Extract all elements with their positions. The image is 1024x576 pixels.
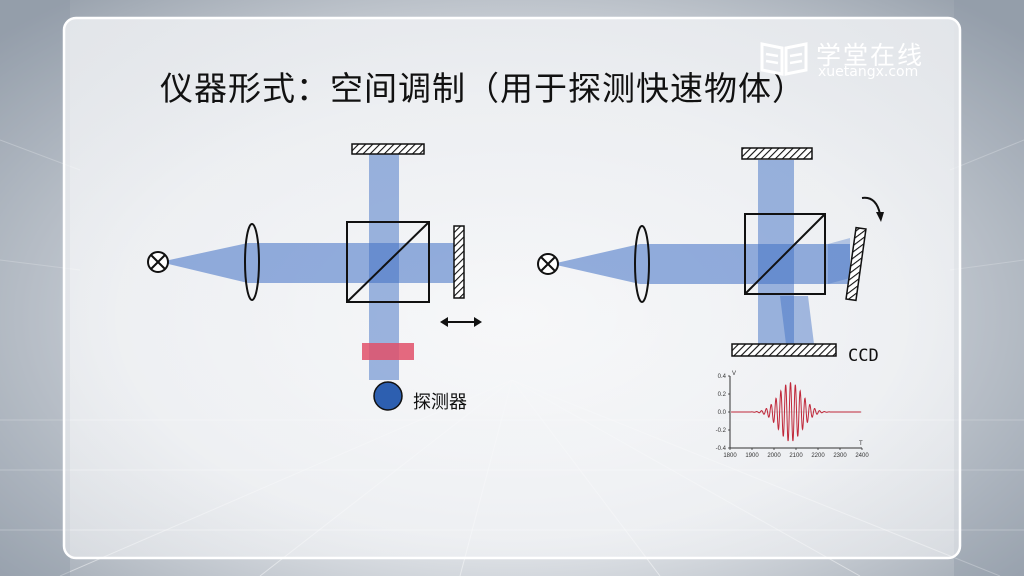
beam-splitter xyxy=(744,213,826,295)
light-source-icon xyxy=(147,251,169,273)
left-setup xyxy=(147,143,482,411)
ccd-array xyxy=(731,343,837,357)
x-tick-label: 2200 xyxy=(811,453,825,459)
lens xyxy=(634,225,650,303)
ccd-label: CCD xyxy=(848,346,879,366)
light-source-icon xyxy=(537,253,559,275)
left-horizontal-beam xyxy=(248,243,454,283)
detector-label: 探测器 xyxy=(413,392,467,413)
right-shade xyxy=(954,0,1024,576)
tilted-output-beam xyxy=(780,296,814,344)
fixed-mirror xyxy=(741,147,813,160)
x-axis-label: T xyxy=(859,441,863,447)
y-tick-label: -0.2 xyxy=(716,428,727,434)
y-axis-label: V xyxy=(732,371,736,377)
open-book-icon xyxy=(760,42,808,76)
right-cone-beam xyxy=(552,244,640,284)
y-tick-label: 0.4 xyxy=(718,374,727,380)
y-tick-label: -0.4 xyxy=(716,446,727,452)
beam-splitter-diagonal xyxy=(346,221,430,303)
x-tick-label: 1900 xyxy=(745,453,759,459)
y-tick-label: 0.0 xyxy=(718,410,727,416)
movable-mirror xyxy=(453,225,465,299)
logo-text: 学堂在线 xyxy=(816,41,925,70)
y-tick-label: 0.2 xyxy=(718,392,727,398)
x-tick-label: 1800 xyxy=(723,453,737,459)
interferogram-chart: 1800 1900 2000 2100 2200 2300 2400 0.4 0.2 0.0 -0.… xyxy=(716,371,870,459)
lens xyxy=(244,223,260,301)
beam-splitter xyxy=(346,221,430,303)
left-shade xyxy=(0,0,70,576)
tilted-return-beam xyxy=(828,238,850,284)
beam-splitter-diagonal xyxy=(744,213,826,295)
detector-icon xyxy=(373,381,403,411)
signal-series-0 xyxy=(731,382,861,442)
slide-title: 仪器形式：空间调制（用于探测快速物体） xyxy=(160,69,806,108)
tilted-mirror xyxy=(845,226,867,302)
left-cone-beam xyxy=(160,243,248,283)
logo: 学堂在线 xuetangx.com xyxy=(758,36,968,80)
logo-subtext: xuetangx.com xyxy=(818,64,919,80)
filter xyxy=(362,343,414,360)
x-tick-label: 2400 xyxy=(855,453,869,459)
fixed-mirror xyxy=(351,143,425,155)
x-tick-label: 2000 xyxy=(767,453,781,459)
x-tick-label: 2300 xyxy=(833,453,847,459)
rotate-arrow-icon xyxy=(861,196,884,222)
double-arrow-icon xyxy=(440,317,482,327)
right-setup xyxy=(537,147,884,357)
x-tick-label: 2100 xyxy=(789,453,803,459)
content-panel xyxy=(62,16,962,560)
